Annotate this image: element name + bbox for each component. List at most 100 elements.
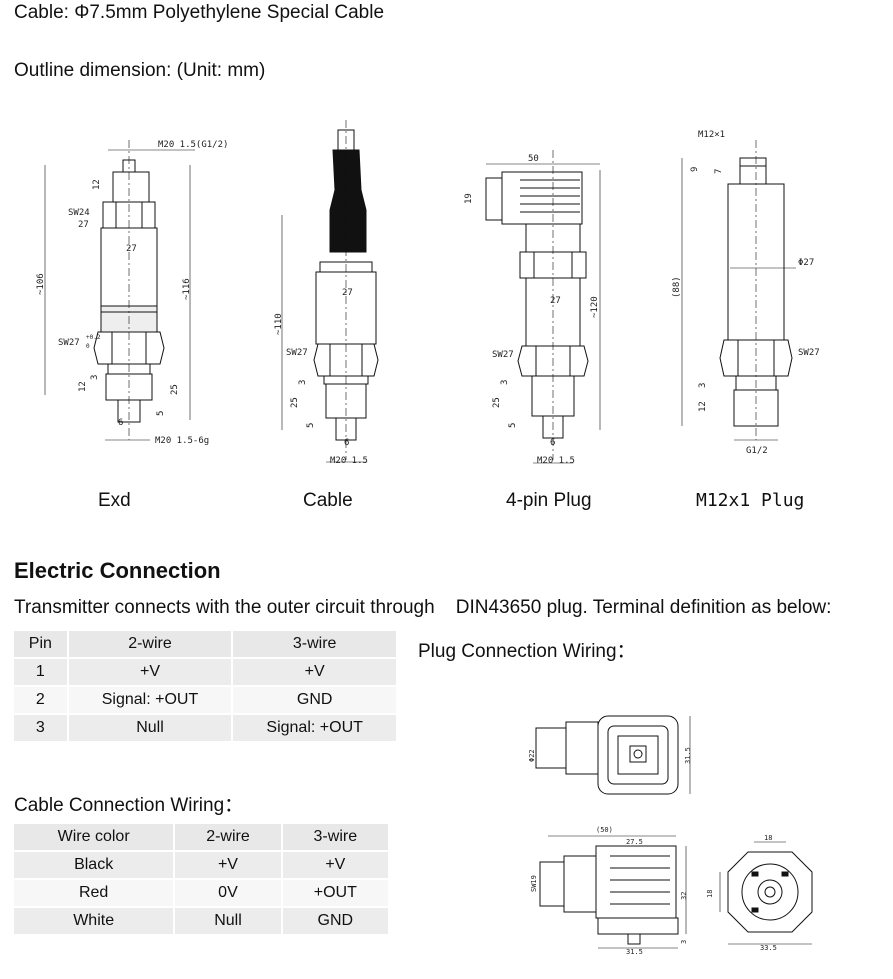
plug-3: 3 <box>680 939 688 944</box>
exd-sw24: SW24 <box>68 208 90 218</box>
plug4-len120: ~120 <box>590 296 600 318</box>
pin-table-header: Pin <box>14 631 67 657</box>
pin-table-cell: Signal: +OUT <box>233 715 396 741</box>
exd-thread-bot: M20 1.5-6g <box>155 436 210 446</box>
pin-table-cell: 1 <box>14 659 67 685</box>
pin-table-cell: GND <box>233 687 396 713</box>
plug4-27: 27 <box>550 296 561 306</box>
exd-5: 5 <box>156 410 166 416</box>
exd-tol: +0.2 <box>86 334 101 341</box>
exd-len106: ~106 <box>36 273 46 295</box>
cable-table-cell: GND <box>282 908 388 934</box>
cable-table-header: 2-wire <box>175 824 281 850</box>
exd-sw27: SW27 <box>58 338 80 348</box>
cable-len110: ~110 <box>274 313 284 335</box>
cable-table-cell: +V <box>175 852 281 878</box>
cable-table-header: 3-wire <box>282 824 388 850</box>
m12-3: 3 <box>698 382 708 388</box>
pin-table-cell: Signal: +OUT <box>68 687 232 713</box>
m12-g12: G1/2 <box>746 446 768 456</box>
plug-31-5b: 31.5 <box>626 948 643 956</box>
plug-wiring-label: Plug Connection Wiring： <box>418 641 636 662</box>
cable-table-cell: +V <box>282 852 388 878</box>
m12-9: 9 <box>690 166 700 172</box>
caption-exd: Exd <box>98 490 131 511</box>
plug-32: 32 <box>680 891 688 900</box>
exd-drawing <box>44 140 195 441</box>
plug4-25: 25 <box>492 397 502 408</box>
cable-table-header: Wire color <box>14 824 174 850</box>
pin-table-cell: Null <box>68 715 232 741</box>
exd-12: 12 <box>78 381 88 392</box>
m12-12: 12 <box>698 401 708 412</box>
plug-33-5: 33.5 <box>760 944 777 952</box>
plug4-5: 5 <box>508 422 518 428</box>
plug-end-view <box>719 841 813 945</box>
cable-table-cell: +OUT <box>282 880 388 906</box>
plug-phi22: Φ22 <box>528 749 536 762</box>
pin-table-header: 2-wire <box>68 631 232 657</box>
plug-18: 18 <box>764 834 773 842</box>
plug4-50: 50 <box>528 154 539 164</box>
cable-wiring-label: Cable Connection Wiring： <box>14 795 244 816</box>
cable-table-cell: Null <box>175 908 281 934</box>
cable-table-cell: White <box>14 908 174 934</box>
pin-table-cell: 2 <box>14 687 67 713</box>
outline-dimension-title: Outline dimension: (Unit: mm) <box>14 60 266 81</box>
exd-6: 6 <box>118 418 124 428</box>
cable-table: Wire color 2-wire 3-wire Black +V +V Red… <box>12 822 390 936</box>
table-row: Red 0V +OUT <box>14 880 388 906</box>
cable-description: Cable: Φ7.5mm Polyethylene Special Cable <box>14 2 385 23</box>
pin-table-header: 3-wire <box>233 631 396 657</box>
cable-25: 25 <box>290 397 300 408</box>
plug-18b: 18 <box>706 889 714 898</box>
exd-tol0: 0 <box>86 343 90 350</box>
plug-31-5: 31.5 <box>684 747 692 764</box>
cable-table-cell: Red <box>14 880 174 906</box>
electric-connection-title: Electric Connection <box>14 558 221 583</box>
cable-table-cell: Black <box>14 852 174 878</box>
cable-table-cell: 0V <box>175 880 281 906</box>
exd-27b: 27 <box>126 244 137 254</box>
pin-table-cell: +V <box>233 659 396 685</box>
plug-top-view <box>535 715 691 795</box>
cable-thread: M20 1.5 <box>330 456 368 466</box>
m12-sw27: SW27 <box>798 348 820 358</box>
plug-sw19: SW19 <box>530 875 538 892</box>
caption-4pin-plug: 4-pin Plug <box>506 490 592 511</box>
exd-27a: 27 <box>78 220 89 230</box>
exd-3: 3 <box>90 374 100 380</box>
table-row: 3 Null Signal: +OUT <box>14 715 396 741</box>
plug-side-view <box>539 835 687 949</box>
m12-drawing <box>681 140 796 441</box>
cable-drawing <box>281 120 379 463</box>
caption-cable: Cable <box>303 490 353 511</box>
plug4-3: 3 <box>500 379 510 385</box>
caption-m12-plug: M12x1 Plug <box>696 490 805 511</box>
plug-27-5: 27.5 <box>626 838 643 846</box>
pin-table-cell: 3 <box>14 715 67 741</box>
pin-table: Pin 2-wire 3-wire 1 +V +V 2 Signal: +OUT… <box>12 629 398 743</box>
table-row: White Null GND <box>14 908 388 934</box>
plug4-sw27: SW27 <box>492 350 514 360</box>
electric-description: Transmitter connects with the outer circ… <box>14 597 832 618</box>
table-row: 2 Signal: +OUT GND <box>14 687 396 713</box>
m12-len88: (88) <box>672 276 682 298</box>
exd-12b: 12 <box>92 179 102 190</box>
m12-7: 7 <box>714 168 724 174</box>
cable-27: 27 <box>342 288 353 298</box>
cable-3: 3 <box>298 379 308 385</box>
table-row: 1 +V +V <box>14 659 396 685</box>
plug4-19: 19 <box>464 193 474 204</box>
cable-5: 5 <box>306 422 316 428</box>
plug4-6: 6 <box>550 438 556 448</box>
cable-sw27: SW27 <box>286 348 308 358</box>
exd-len116: ~116 <box>182 278 192 300</box>
table-row: Black +V +V <box>14 852 388 878</box>
exd-thread-top: M20 1.5(G1/2) <box>158 140 229 150</box>
exd-25: 25 <box>170 384 180 395</box>
plug4-thread: M20 1.5 <box>537 456 575 466</box>
m12-phi27: Φ27 <box>798 258 815 268</box>
cable-6: 6 <box>344 438 350 448</box>
